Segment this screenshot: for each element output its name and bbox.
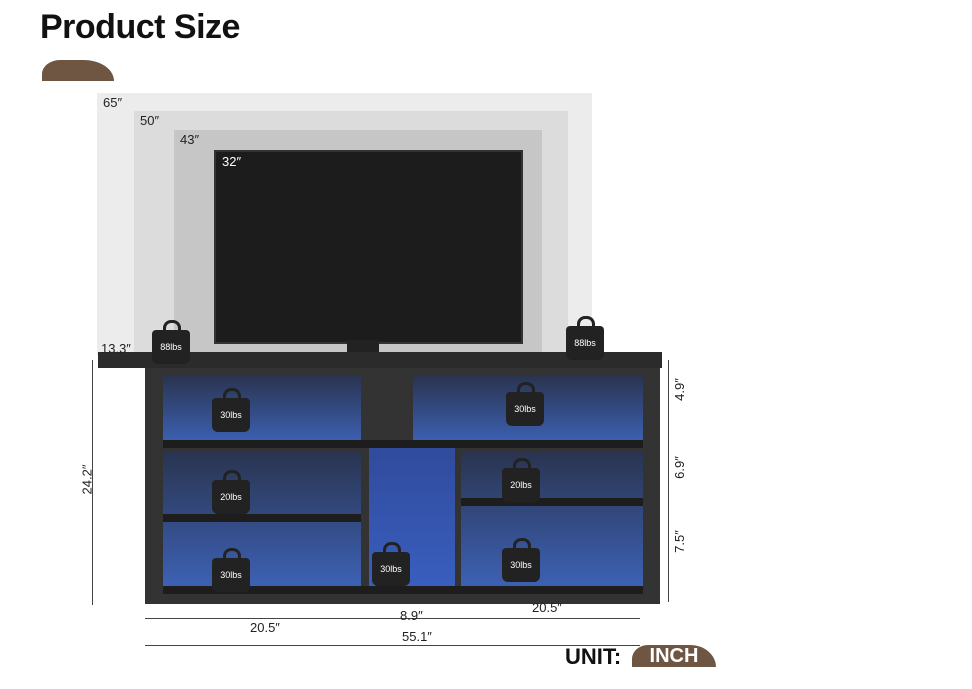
- weight-icon: 30lbs: [212, 548, 250, 592]
- height-label: 24.2″: [79, 464, 95, 495]
- tv-stand-base: [347, 340, 379, 352]
- weight-label: 20lbs: [220, 492, 242, 502]
- stand-top: [98, 352, 662, 368]
- shelf: [461, 498, 643, 506]
- shelf: [163, 586, 643, 594]
- weight-icon: 88lbs: [566, 316, 604, 360]
- weight-label: 30lbs: [220, 410, 242, 420]
- weight-label: 88lbs: [160, 342, 182, 352]
- weight-icon: 20lbs: [212, 470, 250, 514]
- weight-label: 20lbs: [510, 480, 532, 490]
- screen-label: 32″: [222, 154, 242, 169]
- cubby: [163, 452, 361, 592]
- top-gap-label: 4.9″: [671, 378, 687, 401]
- weight-icon: 20lbs: [502, 458, 540, 502]
- weight-label: 30lbs: [380, 564, 402, 574]
- center-width-label: 8.9″: [400, 608, 423, 623]
- depth-label: 13.3″: [101, 341, 131, 356]
- cubby: [163, 376, 361, 446]
- weight-icon: 30lbs: [502, 538, 540, 582]
- tv-32: 32″: [214, 150, 523, 344]
- unit-badge: INCH: [632, 645, 716, 667]
- shelf: [163, 440, 643, 448]
- weight-icon: 30lbs: [212, 388, 250, 432]
- weight-label: 30lbs: [510, 560, 532, 570]
- weight-label: 30lbs: [220, 570, 242, 580]
- total-width-label: 55.1″: [402, 629, 432, 644]
- left-width-label: 20.5″: [250, 620, 280, 635]
- screen-label: 65″: [103, 95, 123, 110]
- weight-label: 88lbs: [574, 338, 596, 348]
- dimension-line: [668, 360, 669, 602]
- weight-icon: 30lbs: [372, 542, 410, 586]
- weight-label: 30lbs: [514, 404, 536, 414]
- bottom-gap-label: 7.5″: [671, 530, 687, 553]
- screen-label: 50″: [140, 113, 160, 128]
- mid-gap-label: 6.9″: [671, 456, 687, 479]
- page-title: Product Size: [40, 8, 240, 46]
- accent-swoosh: [42, 60, 114, 81]
- right-width-label: 20.5″: [532, 600, 562, 615]
- screen-label: 43″: [180, 132, 200, 147]
- unit-label: UNIT:: [565, 644, 622, 669]
- weight-icon: 88lbs: [152, 320, 190, 364]
- shelf: [163, 514, 361, 522]
- dimension-line: [92, 360, 93, 605]
- weight-icon: 30lbs: [506, 382, 544, 426]
- cubby: [461, 452, 643, 592]
- dimension-line: [145, 645, 640, 646]
- dimension-line: [145, 618, 640, 619]
